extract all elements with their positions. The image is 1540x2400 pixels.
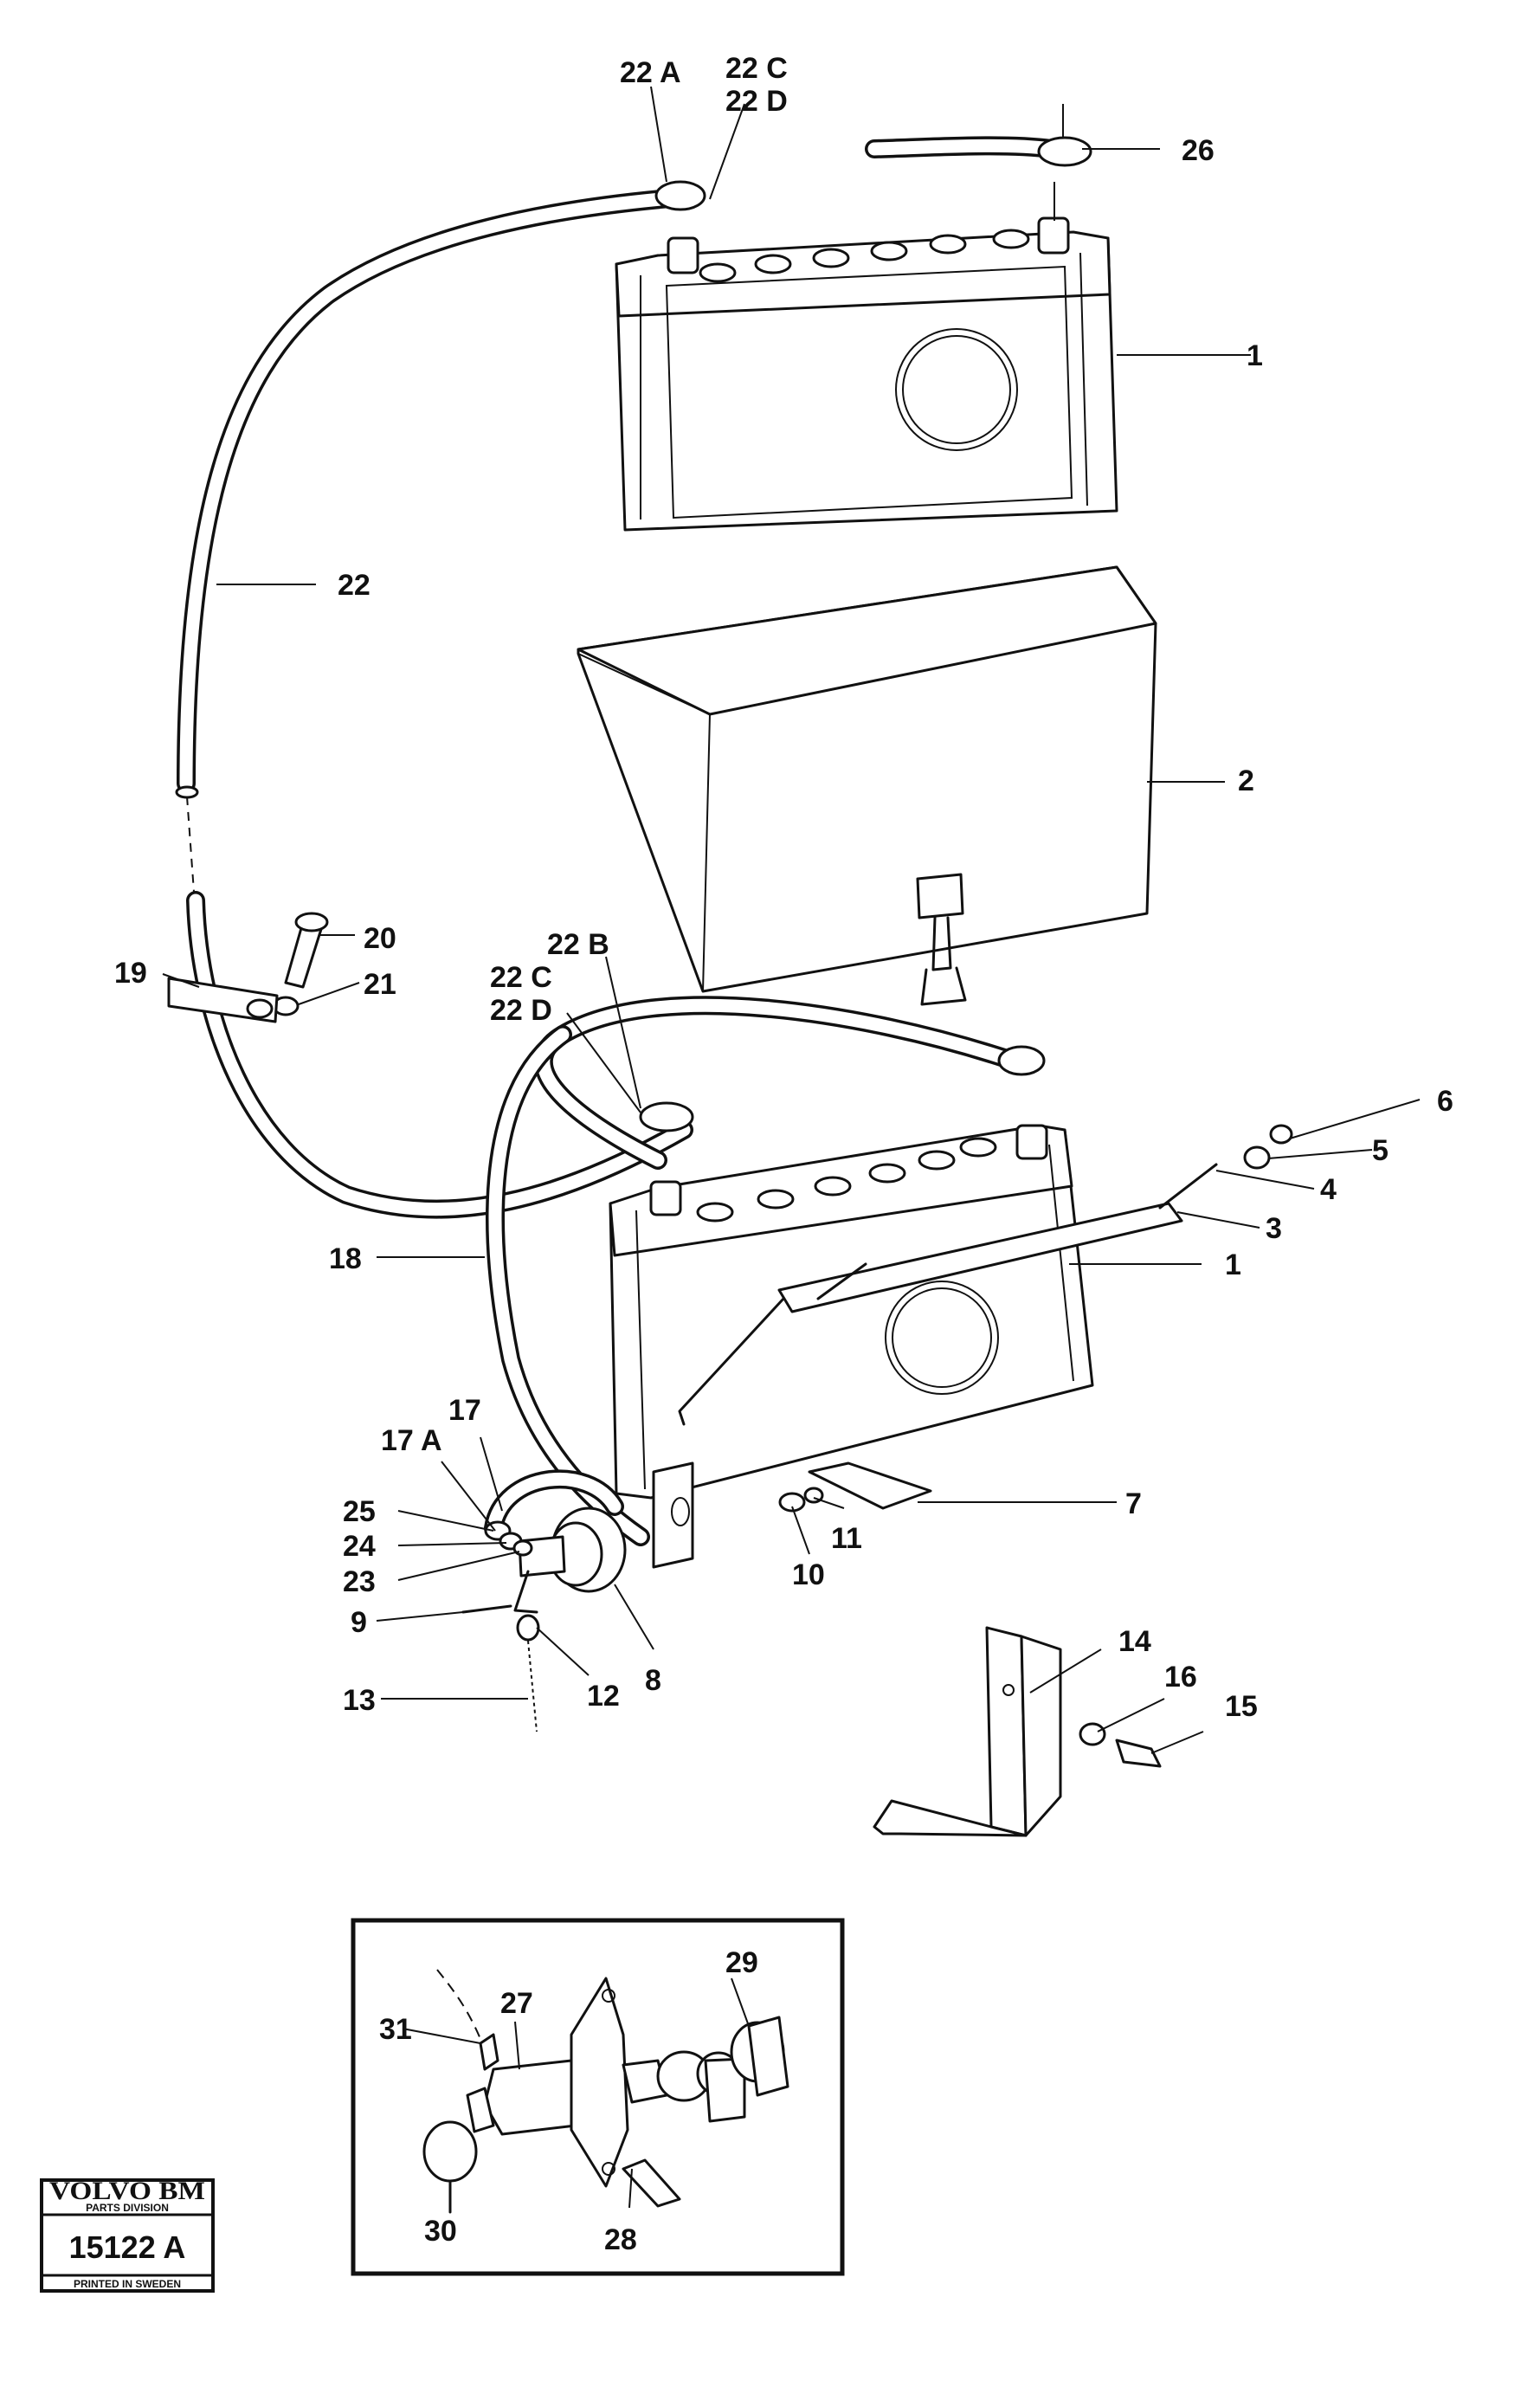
label-29: 29 bbox=[725, 1946, 758, 1979]
label-22: 22 bbox=[338, 569, 371, 602]
label-17: 17 bbox=[448, 1394, 481, 1427]
label-26: 26 bbox=[1182, 134, 1215, 167]
label-22c-top: 22 C bbox=[725, 52, 788, 85]
volvo-bm-parts-stamp: VOLVO BM PARTS DIVISION 15122 A PRINTED … bbox=[40, 2177, 215, 2293]
stamp-number: 15122 A bbox=[69, 2229, 186, 2265]
label-22d-top: 22 D bbox=[725, 85, 788, 118]
stamp-division: PARTS DIVISION bbox=[86, 2202, 169, 2214]
label-28: 28 bbox=[604, 2223, 637, 2256]
label-22d-mid: 22 D bbox=[490, 994, 552, 1027]
label-12: 12 bbox=[587, 1680, 620, 1713]
label-5: 5 bbox=[1372, 1134, 1389, 1167]
bolt-and-washer bbox=[272, 912, 329, 1016]
inset-detail-box bbox=[351, 1918, 845, 2276]
label-17a: 17 A bbox=[381, 1424, 442, 1457]
bracket-7 bbox=[652, 1461, 932, 1569]
label-9: 9 bbox=[351, 1606, 367, 1639]
label-15: 15 bbox=[1225, 1690, 1258, 1723]
label-21: 21 bbox=[364, 968, 396, 1001]
cable-26 bbox=[865, 104, 1092, 221]
label-22b: 22 B bbox=[547, 928, 609, 961]
label-24: 24 bbox=[343, 1530, 376, 1563]
label-25: 25 bbox=[343, 1495, 376, 1528]
label-16: 16 bbox=[1164, 1661, 1197, 1694]
battery-box-lid bbox=[577, 565, 1157, 1006]
label-20: 20 bbox=[364, 922, 396, 955]
label-31: 31 bbox=[379, 2013, 412, 2046]
top-battery bbox=[615, 216, 1118, 532]
label-22c-mid: 22 C bbox=[490, 961, 552, 994]
cable-19-clamp bbox=[167, 891, 693, 1219]
stamp-brand: VOLVO BM bbox=[49, 2177, 205, 2205]
label-11: 11 bbox=[831, 1522, 862, 1555]
leader-lines bbox=[162, 86, 1421, 1754]
label-30: 30 bbox=[424, 2215, 457, 2248]
label-4: 4 bbox=[1320, 1173, 1337, 1206]
label-1-mid: 1 bbox=[1225, 1248, 1241, 1281]
stamp-printed: PRINTED IN SWEDEN bbox=[74, 2278, 181, 2290]
label-19: 19 bbox=[114, 957, 147, 990]
cable-22 bbox=[175, 180, 706, 893]
hold-down-bar-and-rod bbox=[678, 1124, 1293, 1426]
label-1-top: 1 bbox=[1247, 339, 1263, 372]
label-10: 10 bbox=[792, 1558, 825, 1591]
lower-battery bbox=[609, 1101, 1094, 1500]
cover-bracket-14 bbox=[873, 1626, 1162, 1837]
label-27: 27 bbox=[500, 1987, 533, 2020]
battery-master-switch bbox=[461, 1469, 627, 1732]
label-13: 13 bbox=[343, 1684, 376, 1717]
callout-labels: 22 A 22 C 22 D 26 1 22 2 20 21 19 22 B 2… bbox=[114, 52, 1453, 2256]
label-6: 6 bbox=[1437, 1085, 1453, 1118]
label-7: 7 bbox=[1125, 1487, 1142, 1520]
label-23: 23 bbox=[343, 1565, 376, 1598]
label-8: 8 bbox=[645, 1664, 661, 1697]
label-2: 2 bbox=[1238, 765, 1254, 797]
label-22a: 22 A bbox=[620, 56, 681, 89]
label-3: 3 bbox=[1266, 1212, 1282, 1245]
label-14: 14 bbox=[1118, 1625, 1151, 1658]
label-18: 18 bbox=[329, 1242, 362, 1275]
